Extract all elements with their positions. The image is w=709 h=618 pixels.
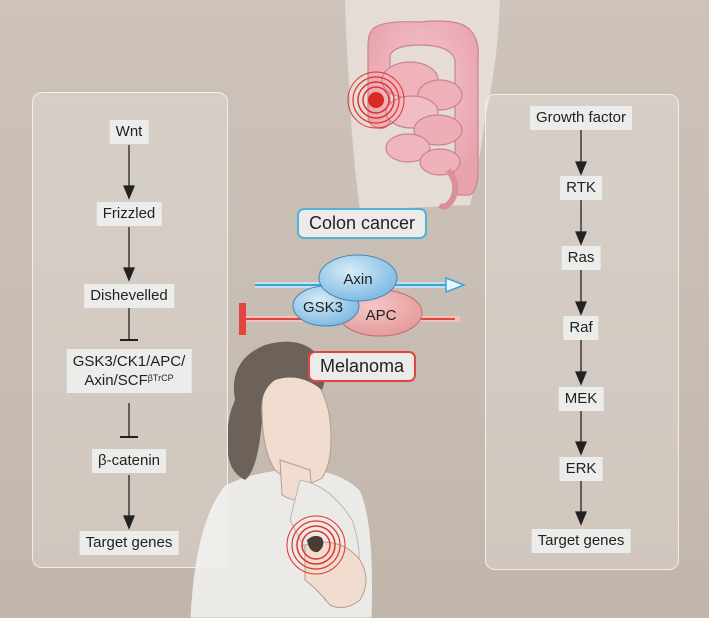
node-wnt: Wnt [109, 120, 149, 144]
axin-protein [318, 254, 398, 302]
node-mek: MEK [558, 387, 604, 411]
melanoma-marker [286, 515, 346, 575]
node-target-genes-left: Target genes [79, 531, 179, 555]
node-ras: Ras [561, 246, 601, 270]
node-target-genes-right: Target genes [531, 529, 631, 553]
gsk3-label: GSK3 [303, 299, 343, 316]
node-frizzled: Frizzled [96, 202, 162, 226]
colon-cancer-label: Colon cancer [296, 208, 428, 239]
melanoma-label: Melanoma [307, 351, 417, 382]
complex-line2: Axin/SCF [84, 372, 148, 389]
complex-line1: GSK3/CK1/APC/ [72, 353, 186, 370]
person-illustration [189, 341, 373, 618]
wnt-pathway-panel [32, 92, 228, 568]
node-destruction-complex: GSK3/CK1/APC/ Axin/SCFβTrCP [66, 349, 192, 393]
colon-tumor-marker [347, 71, 405, 129]
complex-superscript: βTrCP [147, 373, 174, 383]
node-raf: Raf [563, 316, 599, 340]
node-growth-factor: Growth factor [529, 106, 633, 130]
node-beta-catenin: β-catenin [92, 449, 166, 473]
node-erk: ERK [559, 457, 603, 481]
node-rtk: RTK [560, 176, 602, 200]
apc-label: APC [366, 307, 397, 324]
node-dishevelled: Dishevelled [84, 284, 174, 308]
axin-label: Axin [343, 271, 372, 288]
